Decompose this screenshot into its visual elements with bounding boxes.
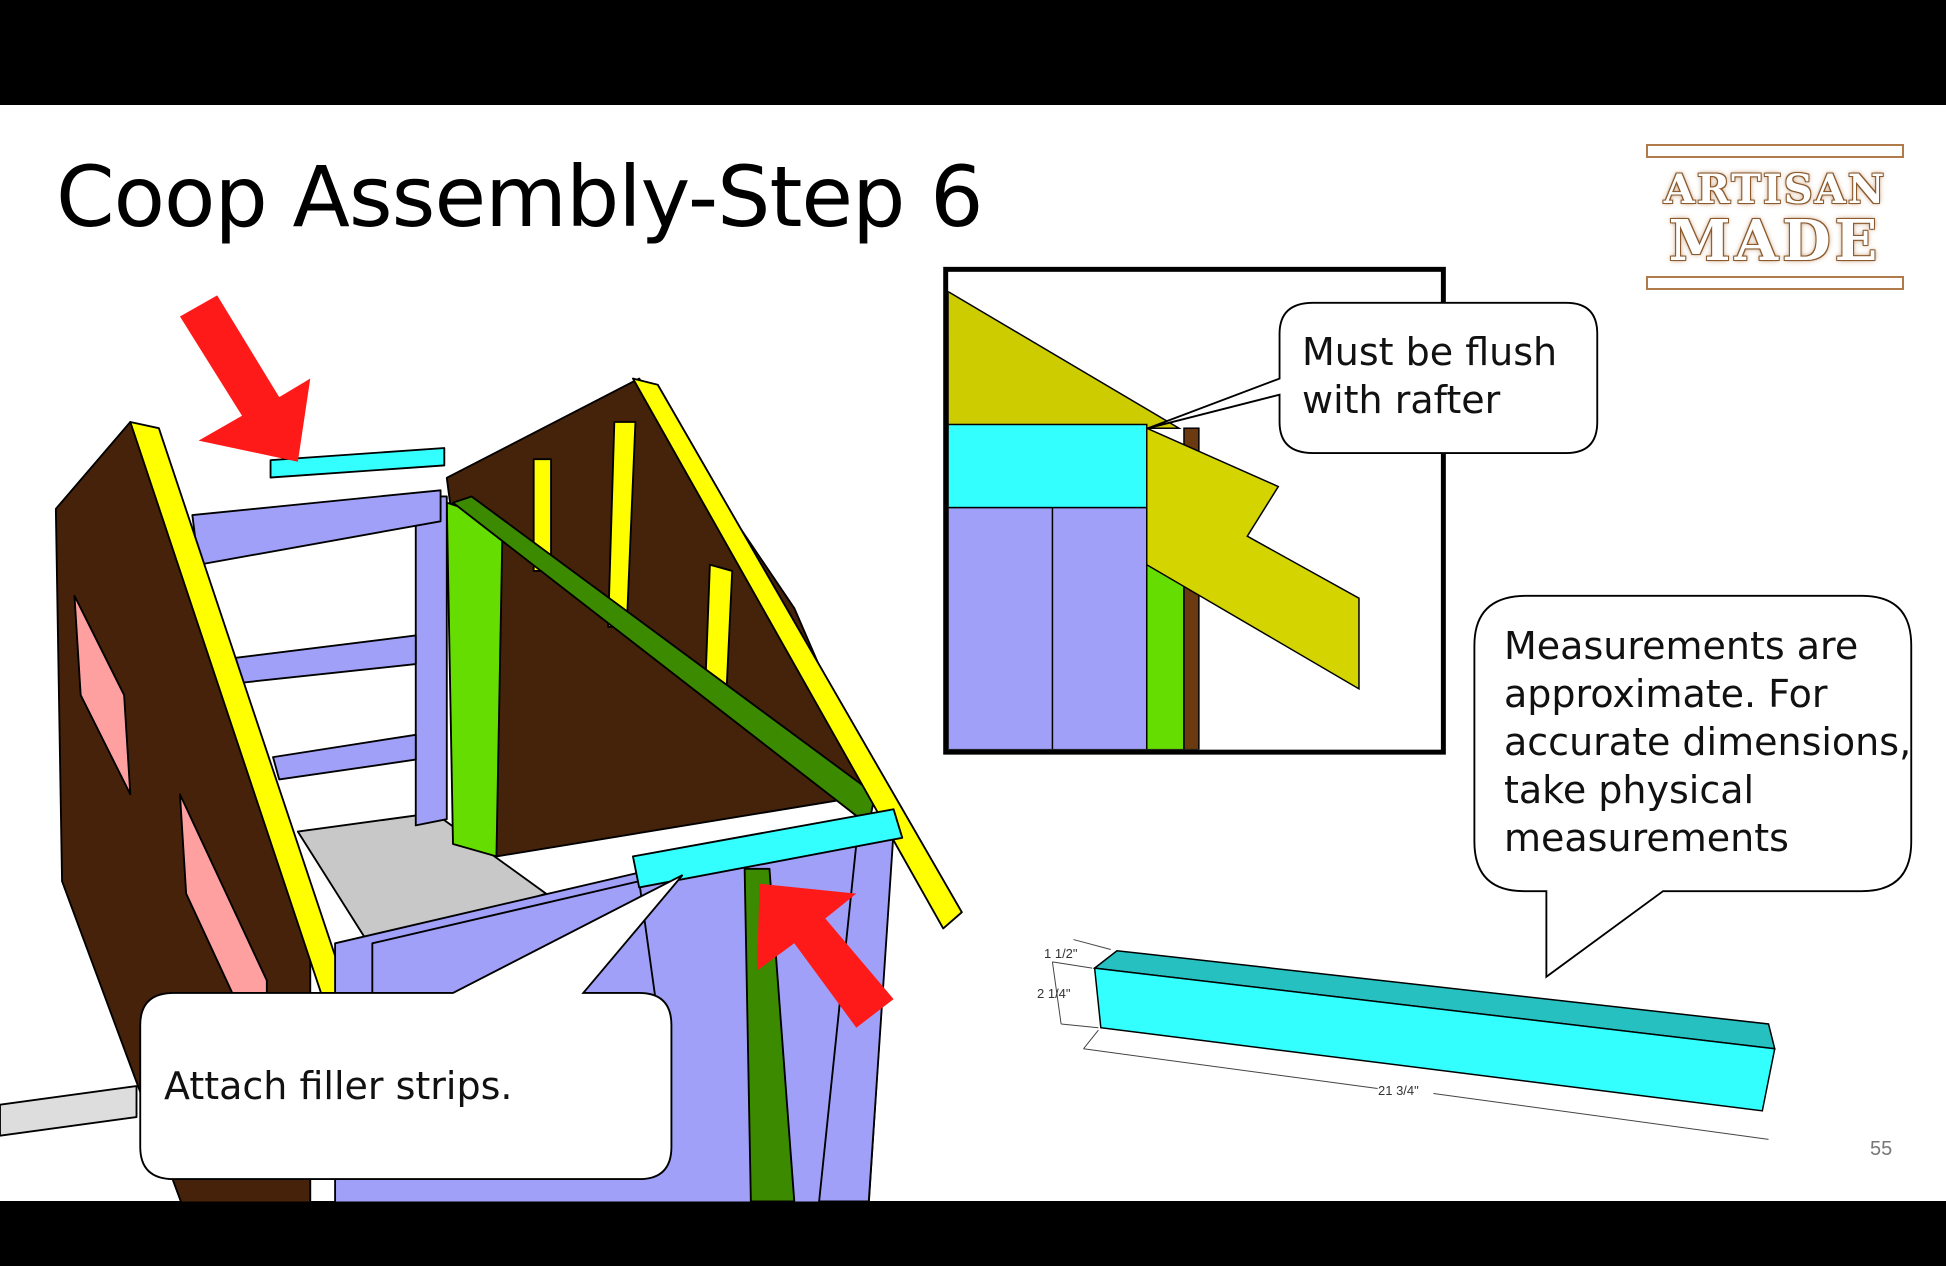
measurement-callout-text: Measurements are approximate. For accura… <box>1504 622 1911 862</box>
slide-title: Coop Assembly-Step 6 <box>56 148 984 246</box>
flush-callout-bubble <box>1147 301 1599 454</box>
front-green-post <box>743 867 796 1202</box>
callout-line: Measurements are <box>1504 624 1859 668</box>
filler-strip-part <box>1051 939 1776 1140</box>
inset-frame <box>948 506 1148 750</box>
arrow-bottom <box>757 883 894 1028</box>
attach-callout-bubble <box>139 874 684 1181</box>
flush-callout-text: Must be flush with rafter <box>1302 328 1557 424</box>
ground-board <box>0 1085 138 1137</box>
measurement-callout-bubble <box>1473 594 1913 979</box>
arrow-top <box>179 295 311 462</box>
logo-rule <box>1646 144 1904 158</box>
top-letterbox <box>0 0 1946 105</box>
inset-filler-strip <box>948 423 1148 509</box>
filler-strip-back <box>269 447 446 479</box>
callout-line: take physical <box>1504 768 1755 812</box>
logo-line2: MADE <box>1668 208 1882 274</box>
callout-line: measurements <box>1504 816 1789 860</box>
page-number: 55 <box>1870 1138 1893 1160</box>
logo-line1: ARTISAN <box>1663 166 1887 213</box>
callout-line: Must be flush <box>1302 330 1558 374</box>
purple-beam <box>234 634 417 684</box>
callout-line: accurate dimensions, <box>1504 720 1912 764</box>
purple-beam <box>191 489 442 566</box>
callout-line: with rafter <box>1302 378 1501 422</box>
callout-line: approximate. For <box>1504 672 1828 716</box>
attach-callout-text: Attach filler strips. <box>164 1064 513 1108</box>
inset-rafter <box>1146 427 1360 691</box>
green-post <box>445 501 504 858</box>
back-gable-siding <box>445 377 876 858</box>
purple-post <box>414 495 448 827</box>
callouts <box>139 301 1913 1181</box>
logo-rule <box>1646 276 1904 290</box>
purple-beam <box>272 733 417 781</box>
artisan-made-logo: ARTISAN MADE <box>1644 140 1906 294</box>
window-trim <box>73 594 132 796</box>
dimension-width: 2 1/4" <box>1037 986 1071 1001</box>
right-rafter <box>632 377 963 930</box>
dimension-length: 21 3/4" <box>1378 1083 1419 1098</box>
dimension-thickness: 1 1/2" <box>1044 946 1078 961</box>
bottom-letterbox <box>0 1201 1946 1266</box>
filler-strip-front <box>632 808 904 889</box>
inset-green <box>1146 557 1185 750</box>
